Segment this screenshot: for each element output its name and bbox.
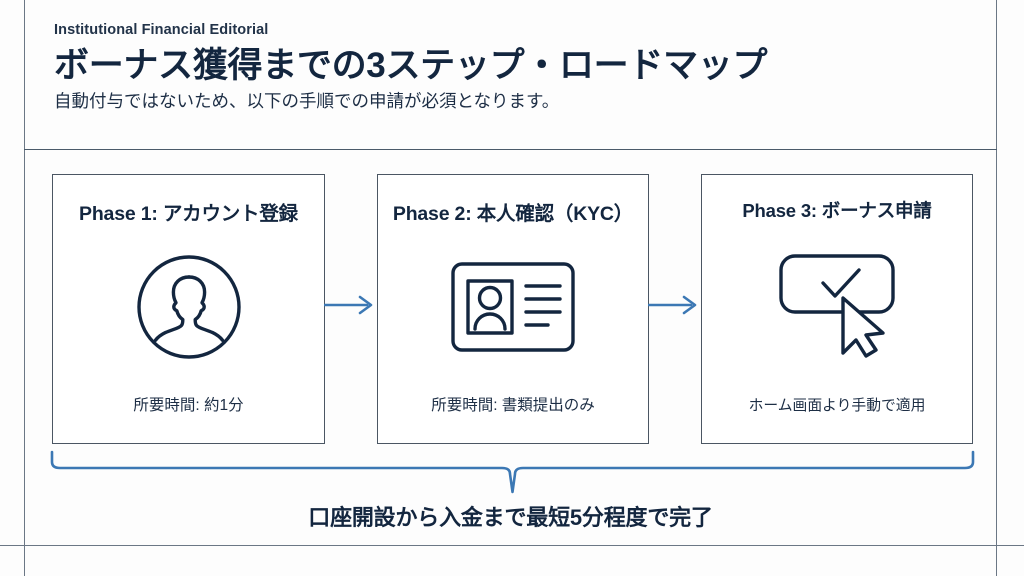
summary-bracket-icon: [50, 448, 975, 494]
summary-text: 口座開設から入金まで最短5分程度で完了: [308, 505, 713, 530]
page-subtitle: 自動付与ではないため、以下の手順での申請が必須となります。: [54, 91, 560, 112]
phase-card-3[interactable]: Phase 3: ボーナス申請 ホーム画面より手動で適用: [701, 174, 973, 444]
phase-card-2[interactable]: Phase 2: 本人確認（KYC） 所要時間: 書類提出のみ: [377, 174, 649, 444]
phase-1-title: Phase 1: アカウント登録: [79, 203, 298, 225]
user-avatar-icon: [133, 251, 245, 368]
phase-2-icon-area: [378, 226, 648, 393]
flow-arrow-1: [323, 292, 378, 318]
checkbox-cursor-icon: [773, 253, 901, 364]
slide-tail-left: [24, 545, 25, 576]
phase-card-1[interactable]: Phase 1: アカウント登録 所要時間: 約1分: [52, 174, 325, 444]
page-title: ボーナス獲得までの3ステップ・ロードマップ: [54, 46, 768, 85]
flow-arrow-2: [647, 292, 702, 318]
phase-3-icon-area: [702, 223, 972, 394]
id-card-icon: [450, 261, 576, 358]
phase-1-note: 所要時間: 約1分: [133, 397, 244, 414]
slide-header: Institutional Financial Editorial ボーナス獲得…: [24, 0, 997, 150]
phase-3-title: Phase 3: ボーナス申請: [742, 200, 932, 221]
slide-bottom-rule: [0, 545, 1024, 546]
eyebrow-label: Institutional Financial Editorial: [54, 22, 269, 38]
phase-3-note: ホーム画面より手動で適用: [748, 398, 926, 414]
phase-2-note: 所要時間: 書類提出のみ: [431, 397, 595, 414]
phase-1-icon-area: [53, 226, 324, 393]
slide-tail-right: [996, 545, 997, 576]
phase-2-title: Phase 2: 本人確認（KYC）: [392, 203, 634, 225]
